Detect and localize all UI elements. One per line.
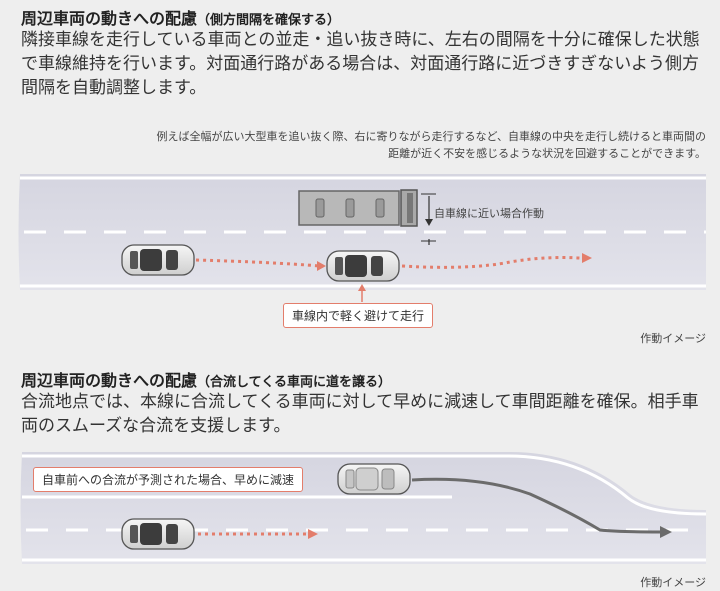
section1-callout: 車線内で軽く避けて走行 [283, 303, 434, 328]
section2-image-caption: 作動イメージ [640, 576, 706, 589]
section1-title-sub: （側方間隔を確保する） [197, 13, 341, 28]
section2-body: 合流地点では、本線に合流してくる車両に対して早めに減速して車間距離を確保。相手車… [21, 392, 699, 436]
avoid-path-1b [401, 256, 581, 269]
merge-path [411, 477, 661, 534]
slow-path-arrow [308, 529, 318, 539]
section1-title-main: 周辺車両の動きへの配慮 [21, 9, 198, 28]
ego-car-avoiding [326, 250, 400, 282]
section1-body: 隣接車線を走行している車両との並走・追い抜き時に、左右の間隔を十分に確保した状態… [21, 30, 700, 98]
callout-pointer-head-1 [358, 284, 366, 291]
merge-path-arrow [660, 526, 672, 538]
section2-callout: 自車前への合流が予測された場合、早めに減速 [33, 467, 304, 492]
avoid-path-1a [195, 258, 321, 268]
road-diagram-1 [18, 174, 706, 302]
section2-title: 周辺車両の動きへの配慮（合流してくる車両に道を譲る） [21, 367, 391, 391]
section2-title-sub: （合流してくる車両に道を譲る） [197, 375, 391, 390]
merging-car [337, 463, 411, 495]
section1-image-caption: 作動イメージ [640, 332, 706, 345]
truck [298, 189, 418, 227]
ego-car-start [121, 244, 195, 276]
avoid-path-arrow-1a [317, 261, 326, 271]
section2-title-main: 周辺車両の動きへの配慮 [21, 371, 198, 390]
ego-car-slowing [121, 518, 195, 550]
section1-title: 周辺車両の動きへの配慮（側方間隔を確保する） [21, 5, 340, 29]
section1-note: 例えば全幅が広い大型車を追い抜く際、右に寄りながら走行するなど、自車線の中央を走… [156, 130, 706, 160]
gap-indicator [421, 193, 436, 245]
avoid-path-arrow-1b [582, 253, 592, 263]
merge-lane-edge [22, 454, 707, 516]
gap-label: 自車線に近い場合作動 [434, 207, 544, 220]
